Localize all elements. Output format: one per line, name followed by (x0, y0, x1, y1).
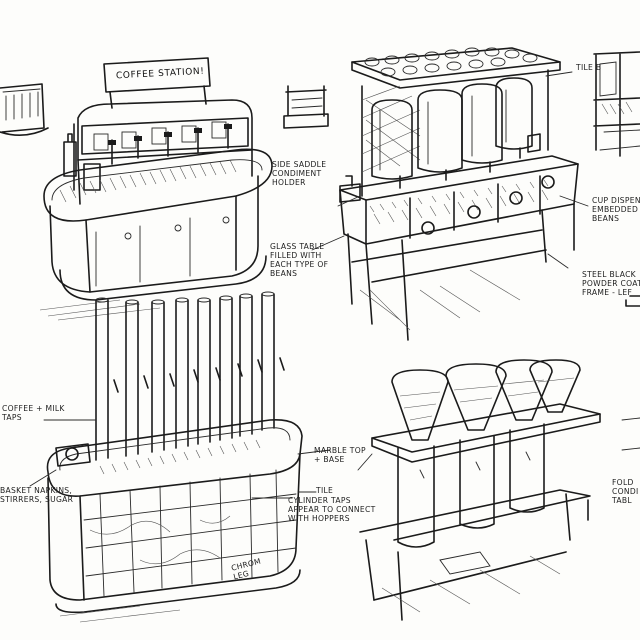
tap-windows (93, 121, 227, 151)
note-steel-frame: STEEL BLACK POWDER COATE FRAME - LEF (582, 270, 640, 297)
note-marble-top: MARBLE TOP + BASE (314, 446, 366, 464)
note-tile-lower: TILE (316, 486, 334, 495)
note-coffee-milk-taps: COFFEE + MILK TAPS (2, 404, 65, 422)
note-basket: BASKET NAPKINS, STIRRERS, SUGAR (0, 486, 74, 504)
leader-lines (29, 71, 589, 499)
note-cup-dispenser: CUP DISPEN EMBEDDED F BEANS (592, 196, 640, 223)
note-tile-top: TILE B (576, 63, 602, 72)
note-side-saddle: SIDE SADDLE CONDIMENT HOLDER (272, 160, 327, 187)
milk-taps-counter-sketch (46, 291, 303, 623)
partial-sketch-right-edge (621, 295, 640, 451)
note-cylinder-taps: CYLINDER TAPS APPEAR TO CONNECT WITH HOP… (288, 496, 376, 523)
hopper-table-sketch (359, 359, 601, 621)
small-frame-sketch (283, 85, 329, 129)
partial-dispenser-topleft (0, 83, 49, 136)
urns (371, 77, 533, 189)
bean-table-sketch (339, 47, 579, 341)
note-glass-table: GLASS TABLE FILLED WITH EACH TYPE OF BEA… (270, 242, 329, 278)
coffee-station-sketch (39, 57, 273, 321)
partial-cart-topright (593, 51, 640, 157)
note-fold-table: FOLD CONDI TABL (612, 478, 639, 505)
